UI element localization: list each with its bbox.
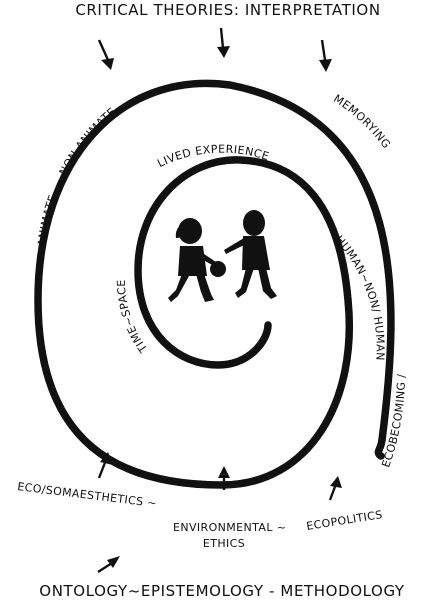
bottom-arrow-left xyxy=(97,452,113,479)
label-ecopolitics: ECOPOLITICS xyxy=(305,508,383,533)
bottom-title: ONTOLOGY~EPISTEMOLOGY - METHODOLOGY xyxy=(39,582,405,600)
label-ethics: ETHICS xyxy=(203,537,245,550)
label-animate: ANIMATE xyxy=(35,193,59,247)
label-ecosomaesthetics: ECO/SOMAESTHETICS ~ xyxy=(17,480,158,510)
spiral-tail xyxy=(374,436,386,460)
bottom-arrow-right xyxy=(328,476,342,501)
spiral-line xyxy=(34,79,395,489)
label-environmental: ENVIRONMENTAL ~ xyxy=(173,521,286,534)
children-silhouette xyxy=(168,210,277,302)
top-title: CRITICAL THEORIES: INTERPRETATION xyxy=(75,1,380,19)
top-arrow-right xyxy=(319,39,332,72)
bottom-arrow-center xyxy=(218,466,230,490)
top-arrow-center xyxy=(217,27,230,58)
label-non-animate: - NON ANIMATE xyxy=(53,105,118,185)
top-arrow-left xyxy=(97,39,114,70)
foot-arrow xyxy=(97,556,120,574)
